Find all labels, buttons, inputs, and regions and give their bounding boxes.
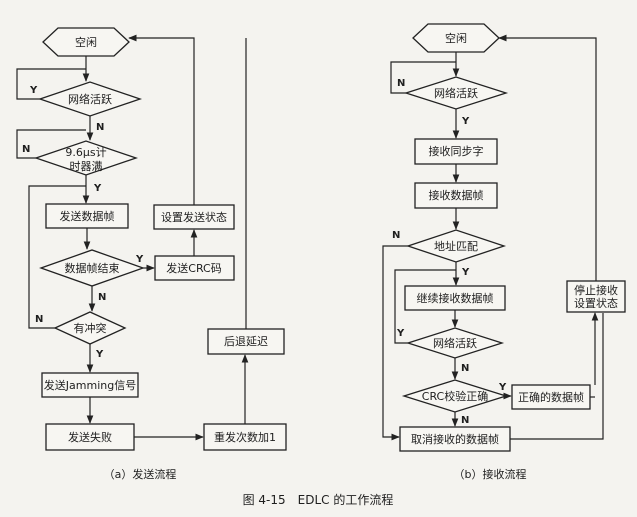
recv-frame-node: 接收数据帧: [414, 182, 498, 209]
correct-frame-label: 正确的数据帧: [518, 390, 584, 404]
send-frame-node: 发送数据帧: [45, 203, 129, 229]
send-frame-label: 发送数据帧: [60, 209, 115, 223]
stop-recv-label-1: 停止接收: [574, 283, 618, 297]
addr-match-no: N: [392, 230, 400, 241]
stop-recv-label-2: 设置状态: [574, 296, 618, 310]
send-frame-end-yes: Y: [135, 254, 144, 265]
recv-idle-label: 空闲: [445, 31, 467, 45]
retry-add-label: 重发次数加1: [214, 430, 276, 444]
send-collision-no: N: [35, 314, 43, 325]
set-send-state-label: 设置发送状态: [161, 210, 227, 224]
send-net-active-no: N: [96, 122, 104, 133]
send-idle-node: 空闲: [42, 27, 130, 57]
send-caption: （a）发送流程: [104, 467, 177, 481]
crc-check-yes: Y: [498, 382, 507, 393]
send-fail-node: 发送失败: [45, 423, 135, 451]
retry-add-node: 重发次数加1: [203, 423, 287, 451]
send-timer-no: N: [22, 144, 30, 155]
recv-net-active-no: N: [397, 78, 405, 89]
send-frame-end-decision: 数据帧结束: [39, 249, 145, 287]
send-frame-end-no: N: [98, 292, 106, 303]
figure-caption: 图 4-15 EDLC 的工作流程: [243, 492, 394, 507]
send-timer-label-1: 9.6μs计: [65, 146, 106, 159]
backoff-node: 后退延迟: [207, 328, 285, 355]
send-crc-label: 发送CRC码: [166, 261, 221, 275]
send-collision-yes: Y: [95, 349, 104, 360]
recv-net-active2-decision: 网络活跃: [405, 327, 505, 359]
recv-sync-label: 接收同步字: [429, 144, 484, 158]
crc-check-decision: CRC校验正确: [401, 379, 509, 413]
crc-check-label: CRC校验正确: [422, 389, 488, 403]
continue-recv-node: 继续接收数据帧: [404, 285, 506, 311]
recv-net-active2-label: 网络活跃: [433, 336, 477, 350]
cancel-frame-label: 取消接收的数据帧: [411, 432, 499, 446]
set-send-state-node: 设置发送状态: [153, 204, 235, 230]
send-jamming-label: 发送Jamming信号: [44, 378, 136, 392]
send-fail-label: 发送失败: [68, 430, 112, 444]
recv-caption: （b）接收流程: [454, 467, 527, 481]
recv-net-active-decision: 网络活跃: [403, 76, 509, 110]
send-net-active-yes: Y: [29, 85, 38, 96]
recv-net-active-label: 网络活跃: [434, 86, 478, 100]
send-timer-yes: Y: [93, 183, 102, 194]
addr-match-yes: Y: [461, 267, 470, 278]
send-timer-label-2: 时器满: [70, 160, 103, 173]
recv-net-active2-yes: Y: [396, 328, 405, 339]
recv-frame-label: 接收数据帧: [429, 188, 484, 202]
send-collision-label: 有冲突: [74, 321, 107, 335]
send-jamming-node: 发送Jamming信号: [41, 372, 139, 398]
addr-match-label: 地址匹配: [434, 239, 478, 253]
backoff-label: 后退延迟: [224, 335, 268, 348]
correct-frame-node: 正确的数据帧: [511, 384, 591, 410]
continue-recv-label: 继续接收数据帧: [417, 291, 494, 305]
send-flow: 空闲 网络活跃 Y N 9.6μs计 时器满 N Y 发送数据帧: [16, 27, 287, 481]
recv-net-active2-no: N: [461, 363, 469, 374]
send-crc-node: 发送CRC码: [154, 255, 235, 281]
recv-flow: 空闲 网络活跃 N Y 接收同步字 接收数据帧 地址匹配 N: [382, 23, 626, 481]
send-frame-end-label: 数据帧结束: [65, 261, 120, 275]
send-timer-decision: 9.6μs计 时器满: [33, 140, 139, 176]
send-net-active-decision: 网络活跃: [37, 81, 143, 117]
send-net-active-label: 网络活跃: [68, 92, 112, 106]
cancel-frame-node: 取消接收的数据帧: [399, 426, 511, 452]
recv-idle-node: 空闲: [412, 23, 500, 53]
crc-check-no: N: [461, 415, 469, 426]
stop-recv-node: 停止接收 设置状态: [566, 280, 626, 313]
send-idle-label: 空闲: [75, 35, 97, 49]
send-collision-decision: 有冲突: [53, 311, 127, 345]
recv-sync-node: 接收同步字: [414, 138, 498, 165]
recv-net-active-yes: Y: [461, 116, 470, 127]
addr-match-decision: 地址匹配: [405, 229, 507, 263]
